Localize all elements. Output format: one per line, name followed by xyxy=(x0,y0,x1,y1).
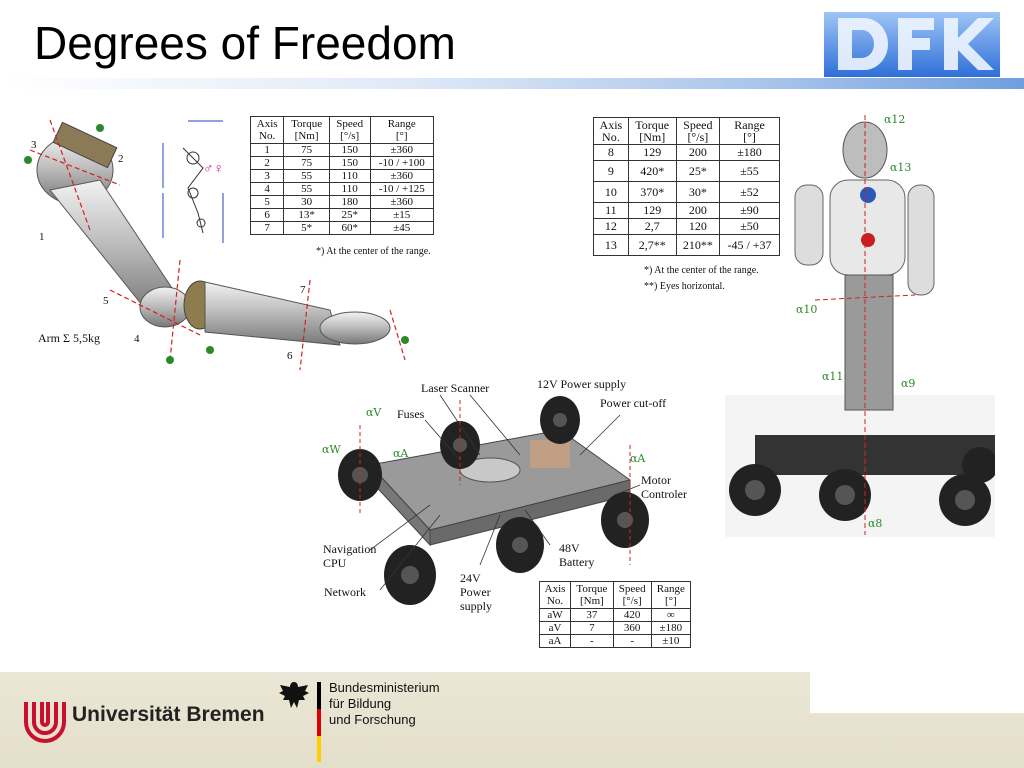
header-torque: Torque[Nm] xyxy=(627,117,677,145)
joint-number-1: 1 xyxy=(39,231,45,243)
power-12v-label: 12V Power supply xyxy=(537,377,627,391)
svg-text:♂♀: ♂♀ xyxy=(203,162,224,177)
alpha-9-label: α9 xyxy=(901,377,916,390)
alpha-12-label: α12 xyxy=(884,113,906,126)
alpha-w-label: αW xyxy=(322,443,341,456)
arm-mass-label: Arm Σ 5,5kg xyxy=(38,331,100,345)
german-flag-stripe xyxy=(317,682,321,762)
motor-controller-label: Motor Controler xyxy=(641,473,687,501)
header-torque: Torque[Nm] xyxy=(570,581,614,609)
arm-table-note: *) At the center of the range. xyxy=(316,246,431,257)
joint-number-5: 5 xyxy=(103,295,109,307)
header-speed: Speed[°/s] xyxy=(328,116,371,144)
joint-number-3: 3 xyxy=(31,139,37,151)
university-name: Universität Bremen xyxy=(72,703,265,726)
navigation-cpu-label: Navigation CPU xyxy=(323,542,377,570)
footer-white-block xyxy=(810,672,1024,713)
torso-table-note-2: **) Eyes horizontal. xyxy=(644,281,725,292)
alpha-13-label: α13 xyxy=(890,161,912,174)
header-speed: Speed[°/s] xyxy=(612,581,652,609)
joint-number-2: 2 xyxy=(118,153,124,165)
joint-number-6: 6 xyxy=(287,350,293,362)
humanoid-robot-image xyxy=(725,115,995,537)
alpha-8-label: α8 xyxy=(868,517,883,530)
power-cutoff-label: Power cut-off xyxy=(600,396,667,410)
table-row: aA--±10 xyxy=(538,634,692,648)
alpha-10-label: α10 xyxy=(796,303,818,316)
header-torque: Torque[Nm] xyxy=(283,116,330,144)
university-bremen-logo xyxy=(24,702,66,743)
ministry-line-3: und Forschung xyxy=(329,712,416,727)
header-speed: Speed[°/s] xyxy=(675,117,721,145)
header-range: Range[°] xyxy=(650,581,692,609)
alpha-a-label-right: αA xyxy=(630,452,646,465)
robot-arm-image xyxy=(24,119,409,371)
title-underline-bar xyxy=(0,78,1024,89)
slide-title: Degrees of Freedom xyxy=(34,17,456,69)
laser-scanner-label: Laser Scanner xyxy=(421,381,490,395)
fuses-label: Fuses xyxy=(397,407,425,421)
ministry-name: Bundesministerium für Bildung und Forsch… xyxy=(329,680,440,728)
alpha-11-label: α11 xyxy=(822,370,844,383)
joint-number-4: 4 xyxy=(134,333,140,345)
ministry-line-1: Bundesministerium xyxy=(329,680,440,695)
arm-sketch: ♂♀ xyxy=(162,120,224,243)
federal-eagle-icon xyxy=(279,682,309,708)
battery-label: 48V Battery xyxy=(559,541,595,569)
header-range: Range[°] xyxy=(369,116,434,144)
joint-number-7: 7 xyxy=(300,284,306,296)
mobile-platform-image xyxy=(338,394,649,605)
power-24v-label: 24V Power supply xyxy=(460,571,493,613)
network-label: Network xyxy=(324,585,366,599)
alpha-v-label: αV xyxy=(366,406,382,419)
torso-table-note-1: *) At the center of the range. xyxy=(644,265,759,276)
ministry-line-2: für Bildung xyxy=(329,696,392,711)
alpha-a-label-left: αA xyxy=(393,447,409,460)
dfki-logo xyxy=(824,12,1000,77)
